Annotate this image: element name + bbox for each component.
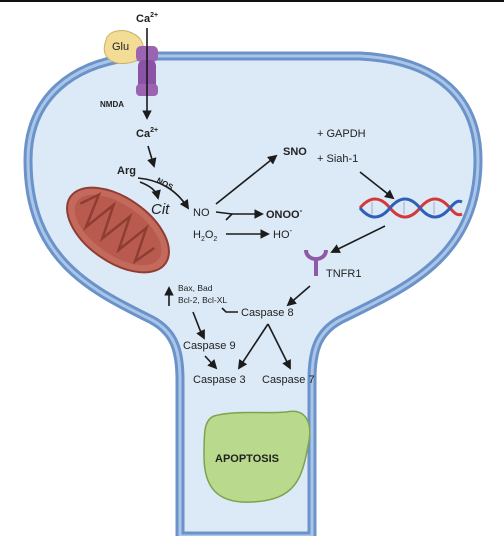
caspase8-label: Caspase 8	[241, 307, 294, 319]
onoo-label: ONOO-	[266, 206, 303, 221]
line-caspase8-to-bcl	[221, 307, 238, 313]
arrow-caspase8-to-caspase3	[237, 323, 269, 370]
arrow-caspase9-to-caspase3	[204, 355, 218, 370]
siah1-label: + Siah-1	[317, 153, 358, 165]
fork-no	[215, 211, 233, 215]
mitochondrion	[66, 186, 170, 274]
arrow-arg-to-no	[137, 177, 190, 210]
arrow-dna-to-tnfr1	[330, 225, 386, 253]
arrow-no-to-sno	[215, 154, 278, 205]
arrow-to-dna	[359, 171, 395, 200]
no-label: NO	[193, 207, 210, 219]
cit-label: Cit	[151, 201, 170, 218]
fork-h2o2	[225, 213, 233, 221]
bax-bad-label: Bax, Bad	[178, 283, 213, 293]
gapdh-label: + GAPDH	[317, 128, 366, 140]
bcl-label: Bcl-2, Bcl-XL	[178, 295, 227, 305]
cell-membrane-inner	[26, 54, 480, 536]
dna-helix	[358, 197, 463, 219]
ca-inner-label: Ca2+	[136, 127, 158, 140]
caspase9-label: Caspase 9	[183, 340, 236, 352]
arrow-arg-to-cit	[139, 181, 161, 200]
apoptosis-label: APOPTOSIS	[215, 453, 279, 465]
glu-label: Glu	[112, 41, 129, 53]
arrow-bcl-to-caspase9	[192, 311, 205, 340]
nmda-label: NMDA	[100, 100, 124, 109]
arrow-tnfr1-to-caspase8	[286, 285, 311, 307]
caspase7-label: Caspase 7	[262, 374, 315, 386]
ho-label: HO-	[273, 226, 293, 241]
ca-top-label: Ca2+	[136, 12, 158, 25]
arg-label: Arg	[117, 165, 136, 177]
arrow-caspase8-to-caspase7	[267, 323, 291, 370]
h2o2-label: H2O2	[193, 229, 217, 243]
tnfr1-label: TNFR1	[326, 268, 361, 280]
caspase3-label: Caspase 3	[193, 374, 246, 386]
apoptosis-blob	[203, 410, 311, 503]
arrow-ca-to-nos	[147, 145, 157, 168]
sno-label: SNO	[283, 146, 307, 158]
tnfr1-receptor	[304, 249, 328, 276]
